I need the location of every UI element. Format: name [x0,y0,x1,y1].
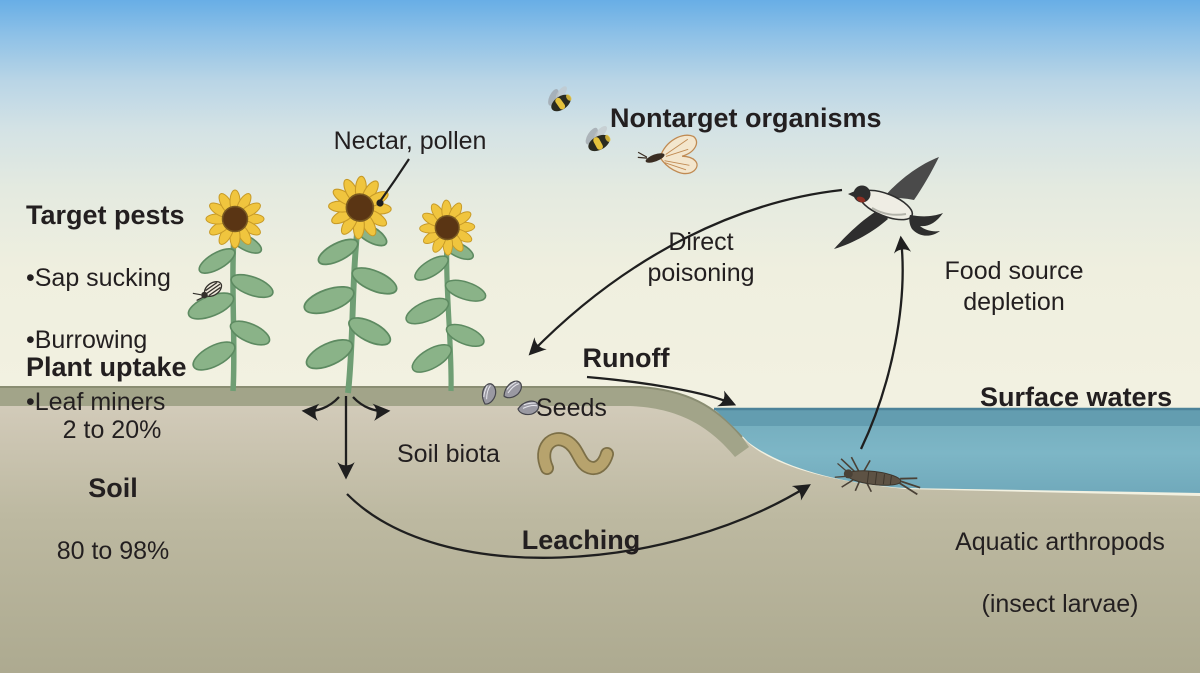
beetle-icon [192,281,223,302]
sunflower-icon [399,199,492,393]
arrow-food-source-depletion [859,235,912,450]
seeds-label: Seeds [536,394,607,422]
ground-edge-line [0,386,743,438]
leaching-label: Leaching [521,525,641,555]
runoff-label: Runoff [582,343,670,373]
swallow-icon [834,157,943,249]
plant-uptake-value: 2 to 20% [62,416,162,445]
soil-block: Soil 80 to 98% [38,441,188,598]
topsoil-band [0,387,749,457]
arrow-direct-poisoning [528,188,843,356]
plant-uptake-block: Plant uptake 2 to 20% [26,320,198,477]
aquatic-arthropods-line2: (insect larvae) [981,590,1139,618]
arrow-leaching [346,484,811,559]
earthworm-icon [537,432,614,476]
arrow-soil-left [301,396,340,421]
aquatic-arthropods-line1: Aquatic arthropods [955,528,1165,556]
arrow-runoff [586,375,737,407]
nectar-pollen-label: Nectar, pollen [333,127,487,155]
water-body [714,409,1200,493]
soil-mass [0,387,1200,673]
target-pest-item: •Burrowing [26,326,148,355]
nontarget-organisms-label: Nontarget organisms [610,103,882,133]
food-source-depletion-label: Food source depletion [944,257,1084,316]
larva-icon [834,456,921,496]
sunflower-icon [296,174,405,396]
target-pest-item: •Sap sucking [26,264,171,293]
target-pest-item: •Leaf miners [26,388,166,417]
soil-biota-label: Soil biota [397,440,500,468]
surface-waters-label: Surface waters [980,382,1173,412]
water-surface-band [714,409,1200,426]
butterfly-icon [637,134,698,175]
target-pests-title: Target pests [26,200,185,230]
plant-uptake-title: Plant uptake [26,352,187,382]
bee-icon [540,80,577,116]
soil-value: 80 to 98% [56,537,170,566]
direct-poisoning-label: Direct poisoning [647,228,755,287]
arrow-soil-right [352,396,391,421]
nectar-pointer-line [376,158,410,207]
target-pests-block: Target pests •Sap sucking •Burrowing •Le… [26,168,185,449]
soil-title: Soil [88,473,138,503]
aquatic-arthropods-block: Aquatic arthropods (insect larvae) [930,496,1190,651]
sunflower-icon [185,190,276,391]
